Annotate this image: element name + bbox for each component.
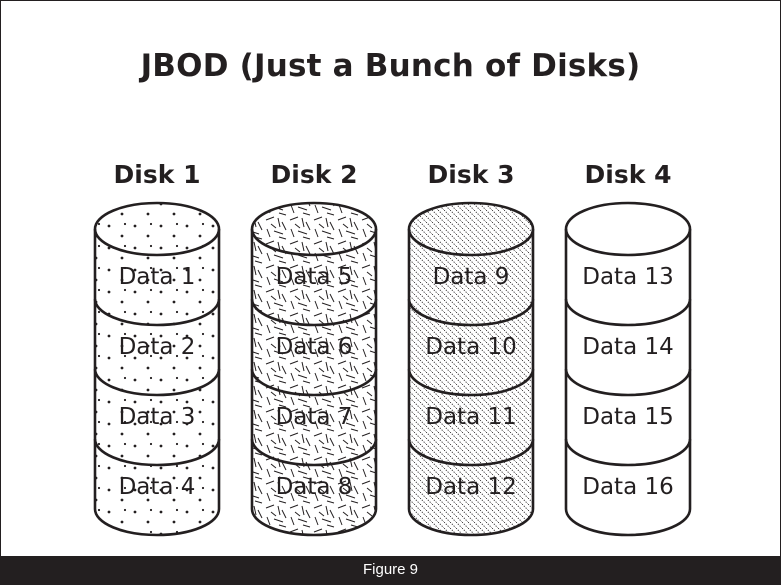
data-block-label: Data 8 <box>276 474 353 500</box>
disk-segment-divider <box>93 438 221 467</box>
disk-segment-divider <box>407 368 535 397</box>
disk-body-background <box>566 203 690 535</box>
disk-top-texture <box>95 203 219 255</box>
data-block-label: Data 10 <box>425 334 517 360</box>
disk-bottom-outline <box>93 508 221 537</box>
disk-4-label: Disk 4 <box>584 160 672 189</box>
disk-segment-divider <box>564 438 692 467</box>
disk-top-texture <box>252 203 376 255</box>
disk-segment-divider <box>564 368 692 397</box>
disk-1-label: Disk 1 <box>113 160 201 189</box>
data-block-label: Data 13 <box>582 264 674 290</box>
disk-2-cylinder: Data 5 Data 6 Data 7 Data 8 <box>250 201 378 537</box>
data-block-label: Data 1 <box>119 264 196 290</box>
disk-bottom-outline <box>407 508 535 537</box>
disk-segment-divider <box>93 298 221 327</box>
disk-body-texture <box>409 203 533 535</box>
data-block-label: Data 6 <box>276 334 353 360</box>
disk-3-label: Disk 3 <box>427 160 515 189</box>
disk-segment-divider <box>93 368 221 397</box>
disk-segment-divider <box>564 298 692 327</box>
disk-1-cylinder: Data 1 Data 2 Data 3 Data 4 <box>93 201 221 537</box>
disk-4-cylinder: Data 13 Data 14 Data 15 Data 16 <box>564 201 692 537</box>
disk-segment-divider <box>250 368 378 397</box>
figure-caption: Figure 9 <box>362 561 419 578</box>
data-block-label: Data 14 <box>582 334 674 360</box>
data-block-label: Data 3 <box>119 404 196 430</box>
data-block-label: Data 15 <box>582 404 674 430</box>
disk-segment-divider <box>407 438 535 467</box>
disk-body-texture <box>95 203 219 535</box>
data-block-label: Data 11 <box>425 404 517 430</box>
disk-segment-divider <box>250 298 378 327</box>
diagram-title: JBOD (Just a Bunch of Disks) <box>140 48 641 84</box>
disk-3-cylinder: Data 9 Data 10 Data 11 Data 12 <box>407 201 535 537</box>
data-block-label: Data 12 <box>425 474 517 500</box>
disk-segment-divider <box>250 438 378 467</box>
data-block-label: Data 5 <box>276 264 353 290</box>
data-block-label: Data 9 <box>433 264 510 290</box>
data-block-label: Data 4 <box>119 474 196 500</box>
disk-segment-divider <box>407 298 535 327</box>
data-block-label: Data 2 <box>119 334 196 360</box>
disk-top-background <box>566 203 690 255</box>
data-block-label: Data 7 <box>276 404 353 430</box>
data-block-label: Data 16 <box>582 474 674 500</box>
disk-top-texture <box>409 203 533 255</box>
disk-body-texture <box>252 203 376 535</box>
disk-bottom-outline <box>250 508 378 537</box>
disk-2-label: Disk 2 <box>270 160 358 189</box>
disk-bottom-outline <box>564 508 692 537</box>
caption-bar: Figure 9 <box>0 556 781 585</box>
